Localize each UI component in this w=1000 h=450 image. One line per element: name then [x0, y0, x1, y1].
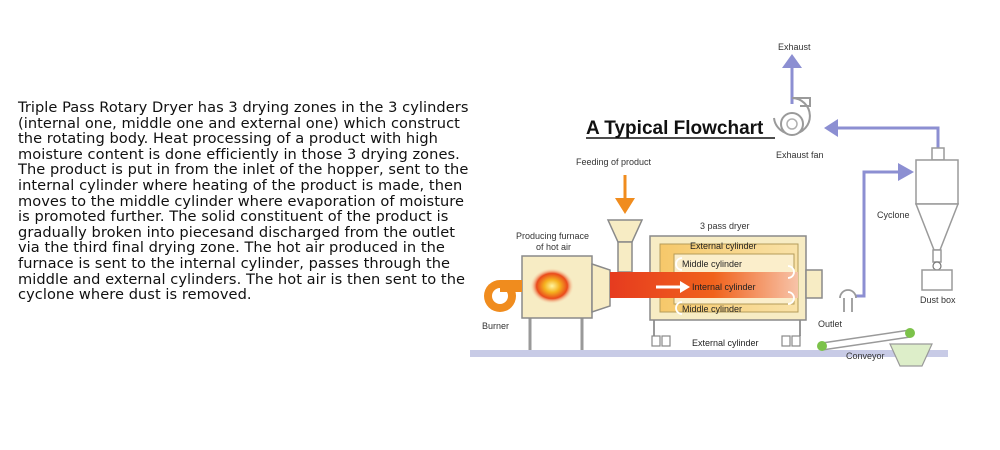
- label-middle-cylinder-bottom: Middle cylinder: [682, 304, 742, 314]
- support-rollers: [651, 335, 801, 347]
- conveyor: [817, 328, 915, 351]
- hot-air-channel: [610, 272, 798, 298]
- outlet: [839, 289, 857, 312]
- furnace: [521, 255, 611, 350]
- diagram-title: A Typical Flowchart: [586, 118, 764, 139]
- label-exhaust-fan: Exhaust fan: [776, 150, 824, 160]
- ground-base: [470, 350, 948, 357]
- cyclone-to-fan-arrow: [824, 119, 940, 148]
- label-furnace-line2: of hot air: [536, 242, 571, 252]
- hopper: [606, 219, 644, 273]
- dust-box: [921, 269, 953, 291]
- feeding-arrow: [615, 175, 635, 214]
- exhaust-arrow: [782, 54, 802, 104]
- exhaust-fan: [773, 97, 811, 136]
- return-arrows: [675, 257, 795, 315]
- cyclone: [914, 147, 960, 271]
- label-dust-box: Dust box: [920, 295, 956, 305]
- label-furnace-line1: Producing furnace: [516, 231, 589, 241]
- description-text: Triple Pass Rotary Dryer has 3 drying zo…: [18, 99, 469, 304]
- burner: [484, 280, 522, 312]
- label-feeding: Feeding of product: [576, 157, 652, 167]
- label-conveyor: Conveyor: [846, 351, 885, 361]
- label-outlet: Outlet: [818, 319, 843, 329]
- flame-icon: [530, 268, 574, 304]
- flowchart-diagram: Exhaust A Typical Flowchart Exhaust fan …: [470, 42, 960, 367]
- label-burner: Burner: [482, 321, 509, 331]
- outlet-to-cyclone-arrow: [856, 163, 914, 298]
- label-external-cylinder-top: External cylinder: [690, 241, 757, 251]
- label-external-cylinder-bottom: External cylinder: [692, 338, 759, 348]
- internal-flow-arrow: [656, 281, 690, 293]
- collection-bin: [889, 343, 933, 367]
- label-middle-cylinder-top: Middle cylinder: [682, 259, 742, 269]
- label-3-pass-dryer: 3 pass dryer: [700, 221, 750, 231]
- label-internal-cylinder: Internal cylinder: [692, 282, 756, 292]
- label-cyclone: Cyclone: [877, 210, 910, 220]
- label-exhaust: Exhaust: [778, 42, 811, 52]
